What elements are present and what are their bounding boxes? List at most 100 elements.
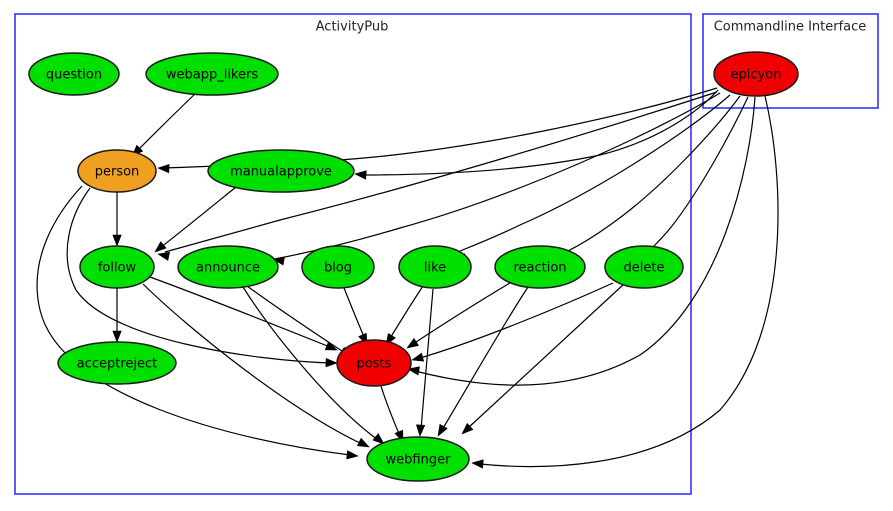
node-label-epicyon: epicyon	[731, 68, 782, 83]
edge-follow-to-posts	[149, 276, 338, 351]
node-shape-announce[interactable]	[177, 245, 279, 289]
edge-line	[246, 285, 346, 354]
cluster-label-cli: Commandline Interface	[714, 20, 867, 35]
node-label-blog: blog	[324, 261, 352, 276]
edge-epicyon-to-follow	[157, 91, 718, 261]
edge-arrowhead	[461, 422, 474, 435]
node-label-manualapprove: manualapprove	[230, 165, 332, 180]
node-webapp_likers[interactable]: webapp_likers	[145, 52, 279, 96]
node-label-posts: posts	[357, 357, 392, 372]
node-shape-posts[interactable]	[336, 339, 412, 387]
node-label-webapp_likers: webapp_likers	[166, 68, 258, 83]
edge-line	[412, 282, 511, 345]
cluster-border-cli	[702, 13, 879, 109]
node-announce[interactable]: announce	[177, 245, 279, 289]
node-blog[interactable]: blog	[301, 245, 375, 289]
edge-delete-to-posts	[411, 282, 614, 362]
edge-line	[142, 283, 363, 445]
node-label-webfinger: webfinger	[386, 453, 452, 468]
edge-delete-to-webfinger	[461, 283, 625, 435]
edge-person-to-follow	[112, 192, 122, 247]
node-label-person: person	[95, 165, 140, 180]
edge-blog-to-posts	[343, 287, 368, 346]
edge-line	[359, 89, 719, 176]
edge-line	[652, 96, 749, 248]
node-shape-question[interactable]	[28, 52, 120, 96]
node-webfinger[interactable]: webfinger	[366, 436, 470, 482]
node-shape-epicyon[interactable]	[713, 51, 799, 97]
cluster-activitypub: ActivityPub	[14, 13, 692, 495]
node-shape-manualapprove[interactable]	[207, 149, 355, 193]
edge-arrowhead	[154, 241, 167, 253]
node-shape-delete[interactable]	[604, 245, 684, 289]
node-label-delete: delete	[624, 261, 665, 276]
edge-epicyon-to-webfinger	[471, 95, 779, 469]
edge-line	[565, 95, 741, 253]
edge-epicyon-to-reaction	[559, 95, 741, 264]
edge-arrowhead	[354, 170, 367, 180]
cluster-label-activitypub: ActivityPub	[316, 20, 389, 35]
edge-arrowhead	[372, 433, 385, 445]
node-acceptreject[interactable]: acceptreject	[57, 341, 177, 385]
edge-arrowhead	[157, 251, 171, 261]
edge-manualapprove-to-follow	[154, 186, 237, 253]
edge-like-to-posts	[385, 285, 424, 346]
edge-line	[414, 96, 756, 386]
node-manualapprove[interactable]: manualapprove	[207, 149, 355, 193]
edge-line	[420, 288, 434, 430]
node-person[interactable]: person	[77, 149, 157, 193]
edge-arrowhead	[157, 163, 170, 174]
edge-line	[159, 186, 237, 249]
node-shape-like[interactable]	[398, 245, 472, 289]
edge-epicyon-to-posts	[407, 96, 756, 386]
node-label-like: like	[424, 261, 446, 276]
edge-reaction-to-webfinger	[437, 286, 529, 437]
node-shape-follow[interactable]	[79, 245, 155, 289]
node-shape-reaction[interactable]	[494, 245, 586, 289]
node-label-follow: follow	[98, 261, 137, 276]
edge-arrowhead	[406, 337, 420, 349]
node-shape-acceptreject[interactable]	[57, 341, 177, 385]
edge-arrowhead	[415, 424, 426, 437]
node-delete[interactable]: delete	[604, 245, 684, 289]
node-shape-webapp_likers[interactable]	[145, 52, 279, 96]
node-label-question: question	[46, 68, 102, 83]
node-posts[interactable]: posts	[336, 339, 412, 387]
edge-line	[36, 185, 351, 456]
node-reaction[interactable]: reaction	[494, 245, 586, 289]
edge-announce-to-webfinger	[242, 286, 385, 445]
edge-like-to-webfinger	[415, 288, 434, 437]
edge-arrowhead	[411, 352, 425, 362]
node-shape-person[interactable]	[77, 149, 157, 193]
edge-posts-to-webfinger	[380, 385, 404, 443]
edge-line	[467, 283, 625, 429]
node-layer: question webapp_likers epicyon person manual…	[28, 51, 799, 482]
node-label-reaction: reaction	[513, 261, 566, 276]
node-question[interactable]: question	[28, 52, 120, 96]
edge-follow-to-webfinger	[142, 283, 370, 448]
cluster-border-activitypub	[14, 13, 692, 495]
edge-line	[343, 287, 366, 340]
edge-line	[459, 94, 731, 252]
edge-arrowhead	[346, 450, 359, 460]
node-shape-blog[interactable]	[301, 245, 375, 289]
edge-line	[66, 187, 331, 364]
node-like[interactable]: like	[398, 245, 472, 289]
edge-arrowhead	[437, 423, 448, 437]
node-shape-webfinger[interactable]	[366, 436, 470, 482]
node-epicyon[interactable]: epicyon	[713, 51, 799, 97]
cluster-cli: Commandline Interface	[702, 13, 879, 109]
edge-line	[136, 92, 197, 152]
edge-arrowhead	[325, 357, 338, 368]
edge-arrowhead	[356, 437, 370, 448]
edge-arrowhead	[324, 341, 338, 351]
edge-line	[441, 286, 529, 431]
edge-arrowhead	[112, 330, 122, 343]
edge-arrowhead	[407, 366, 420, 376]
edge-line	[242, 286, 379, 441]
edge-person-to-posts	[66, 187, 338, 368]
node-follow[interactable]: follow	[79, 245, 155, 289]
node-label-announce: announce	[196, 261, 260, 276]
edge-epicyon-to-like	[452, 94, 731, 263]
